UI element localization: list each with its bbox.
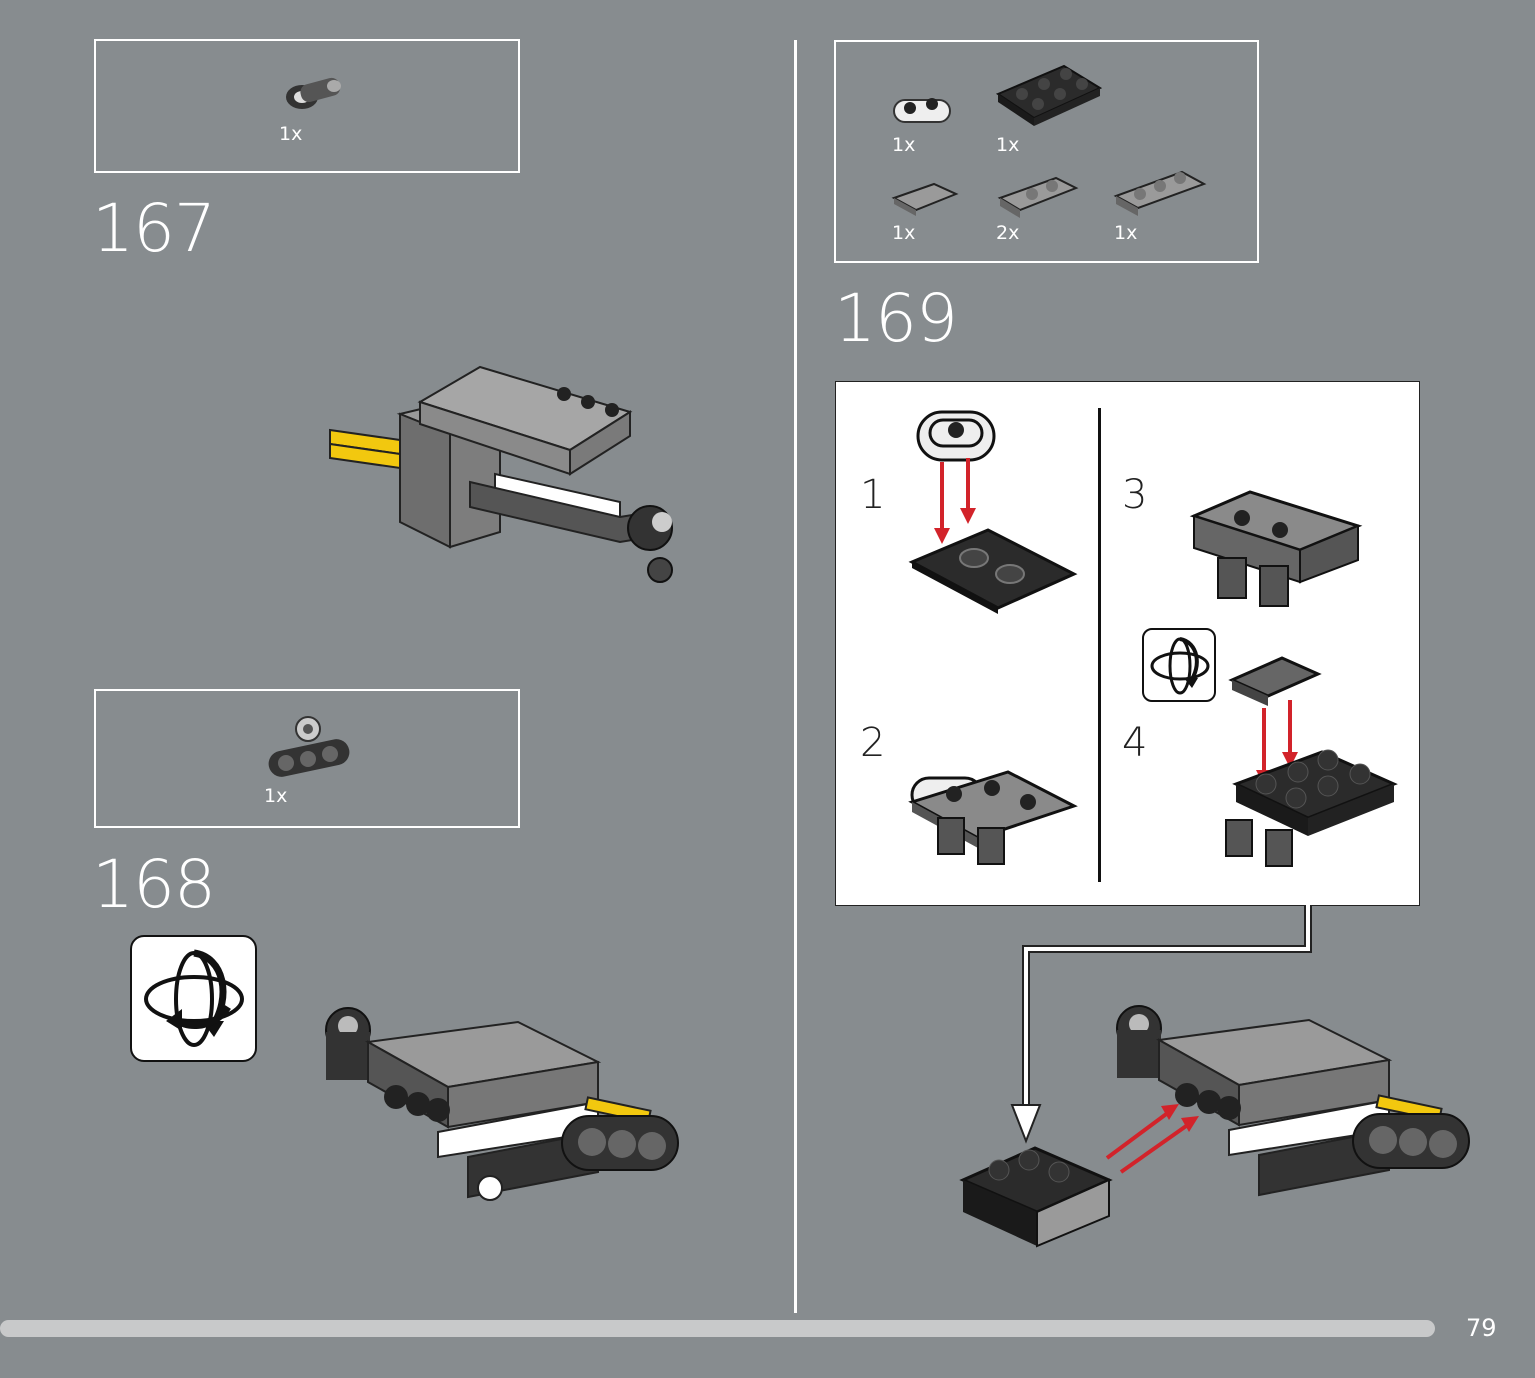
- substep-number: 1: [860, 472, 886, 518]
- substep-divider: [1098, 408, 1101, 882]
- white-plate-1x2-rounded-icon: [893, 98, 951, 123]
- parts-callout-step-167: 1x: [94, 39, 520, 173]
- substep-2-illustration: [908, 770, 1078, 865]
- rotate-model-icon: [1142, 628, 1216, 702]
- part-qty: 1x: [279, 123, 303, 145]
- part-qty: 1x: [264, 785, 288, 807]
- part-qty: 1x: [892, 134, 916, 156]
- step-number-168: 168: [92, 846, 216, 923]
- step-167-model-illustration: [329, 365, 673, 583]
- rotate-model-icon: [130, 935, 257, 1062]
- callout-connector-arrow: [1010, 905, 1312, 1144]
- technic-beam-3-part-icon: [268, 716, 350, 777]
- page-number: 79: [1466, 1314, 1497, 1342]
- step-number-169: 169: [834, 280, 958, 357]
- technic-connector-part-icon: [286, 77, 341, 109]
- substep-number: 4: [1122, 720, 1148, 766]
- part-qty: 2x: [996, 222, 1020, 244]
- grey-tile-1x2-icon: [891, 182, 959, 216]
- grey-plate-clip-icon: [997, 176, 1079, 218]
- step-168-model-illustration: [325, 1007, 679, 1201]
- progress-bar: [0, 1320, 1435, 1337]
- parts-callout-step-169: 1x 1x 1x 2x 1x: [834, 40, 1259, 263]
- page-divider: [794, 40, 797, 1313]
- step-169-model-illustration: [959, 1005, 1470, 1248]
- substep-number: 3: [1122, 472, 1148, 518]
- parts-callout-step-168: 1x: [94, 689, 520, 828]
- part-qty: 1x: [892, 222, 916, 244]
- substeps-panel: 1 2 3 4: [835, 381, 1420, 906]
- substep-4-illustration: [1225, 656, 1398, 867]
- grey-plate-1x3-icon: [1113, 170, 1207, 216]
- part-qty: 1x: [1114, 222, 1138, 244]
- substep-1-illustration: [908, 410, 1078, 614]
- step-number-167: 167: [92, 190, 216, 267]
- black-plate-2x3-icon: [995, 64, 1103, 126]
- substep-3-illustration: [1189, 490, 1363, 607]
- part-qty: 1x: [996, 134, 1020, 156]
- substep-number: 2: [860, 720, 886, 766]
